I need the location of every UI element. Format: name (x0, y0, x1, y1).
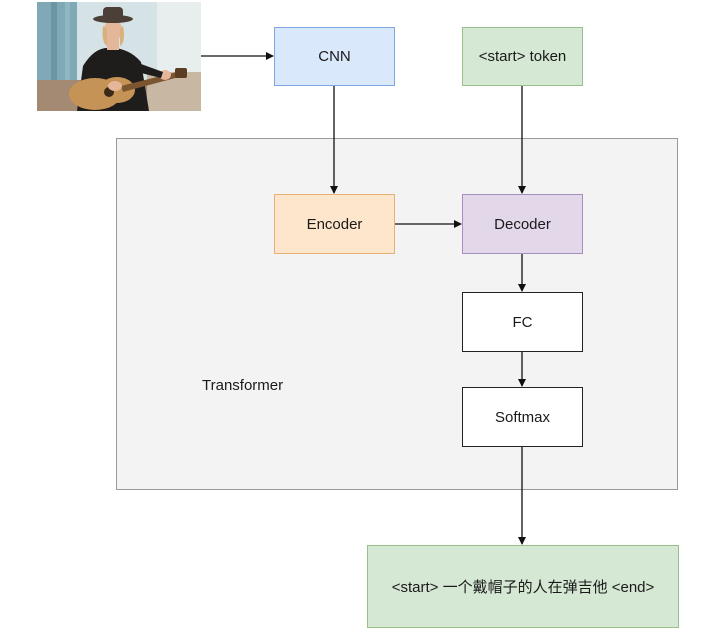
start-token-node: <start> token (462, 27, 583, 86)
transformer-container (116, 138, 678, 490)
input-image (37, 2, 201, 111)
encoder-node: Encoder (274, 194, 395, 254)
guitar-player-illustration (37, 2, 201, 111)
output-label: <start> 一个戴帽子的人在弹吉他 <end> (391, 579, 655, 596)
decoder-node: Decoder (462, 194, 583, 254)
start-token-label: <start> token (478, 48, 567, 65)
cnn-label: CNN (318, 48, 351, 65)
softmax-node: Softmax (462, 387, 583, 447)
decoder-label: Decoder (494, 215, 551, 233)
fc-node: FC (462, 292, 583, 352)
transformer-label: Transformer (202, 377, 284, 394)
fc-label: FC (512, 313, 533, 331)
encoder-label: Encoder (306, 215, 363, 233)
output-node: <start> 一个戴帽子的人在弹吉他 <end> (367, 545, 679, 628)
softmax-label: Softmax (494, 408, 551, 426)
cnn-node: CNN (274, 27, 395, 86)
